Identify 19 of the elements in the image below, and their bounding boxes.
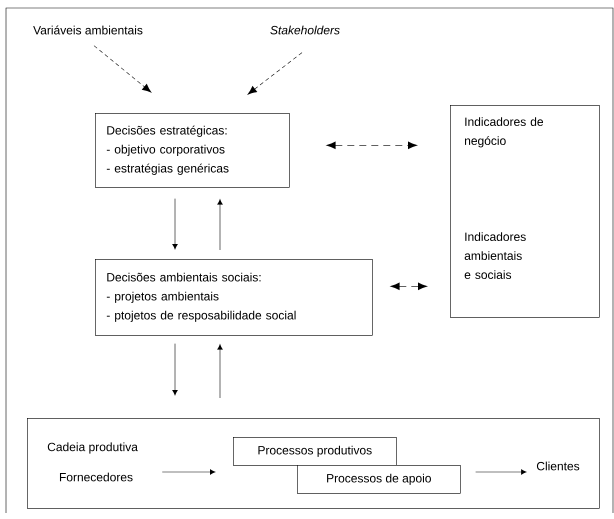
text-label: Fornecedores [60, 472, 133, 482]
text-label: Stakeholders [270, 26, 340, 34]
arrow [326, 142, 418, 150]
arrow [217, 344, 223, 398]
process-box: Decisões estratégicas: - objetivo corporativos - estratégias genéricas [95, 113, 290, 188]
arrow [217, 199, 223, 250]
arrow [172, 343, 178, 396]
arrow [172, 198, 178, 250]
arrow [94, 45, 152, 93]
arrow [390, 282, 428, 290]
indicator-box: Indicadores de negócio Indicadores ambientais e sociais [450, 105, 600, 318]
text-label: Variáveis ambientais [33, 26, 142, 34]
arrow [475, 469, 526, 475]
process-box: Decisões ambientais sociais: - projetos ambientais - ptojetos de resposabilidade social [95, 259, 373, 336]
process-box: Processos de apoio [297, 465, 461, 494]
arrow [248, 52, 302, 95]
process-box: Processos produtivos [233, 437, 397, 466]
arrow [162, 469, 216, 475]
text-label: Clientes [536, 462, 580, 470]
